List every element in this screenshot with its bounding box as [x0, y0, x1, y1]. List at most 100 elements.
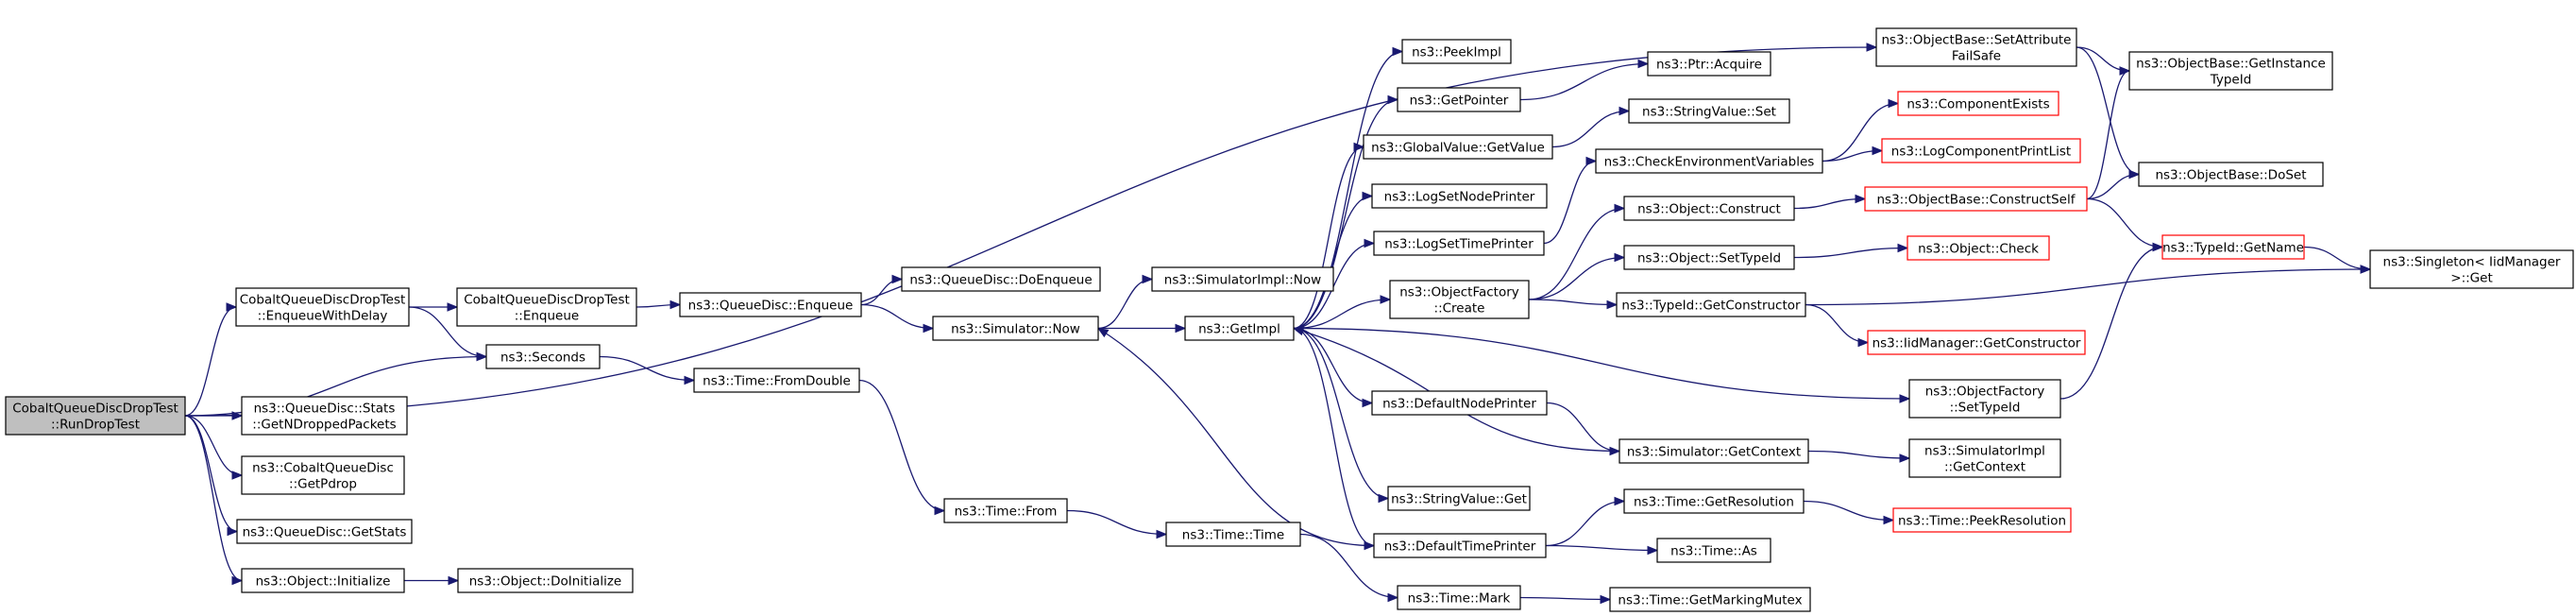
node-ns3-iidmanager-getconstructor[interactable]: ns3::IidManager::GetConstructor: [1867, 330, 2086, 355]
edge-timemark-to-timemarkmutex: [1519, 594, 1612, 605]
node-ns3-simulatorimpl-getcontext[interactable]: ns3::SimulatorImpl::GetContext: [1908, 438, 2061, 478]
node-ns3-componentexists[interactable]: ns3::ComponentExists: [1897, 91, 2059, 116]
node-box: [2161, 234, 2305, 260]
node-box: [1151, 266, 1334, 292]
edge-line: [1293, 327, 1910, 400]
edge-arrowhead: [934, 505, 946, 516]
edge-enqdelay-to-seconds: [408, 306, 488, 362]
node-ns3-time-fromdouble[interactable]: ns3::Time::FromDouble: [693, 368, 860, 393]
node-ns3-checkenvironmentvariables[interactable]: ns3::CheckEnvironmentVariables: [1595, 148, 1823, 174]
node-ns3-objectbase-constructself[interactable]: ns3::ObjectBase::ConstructSelf: [1864, 186, 2088, 212]
node-ns3-getimpl[interactable]: ns3::GetImpl: [1184, 316, 1295, 341]
node-label: ns3::SimulatorImpl::Now: [1164, 273, 1321, 288]
node-ns3-objectbase-doset[interactable]: ns3::ObjectBase::DoSet: [2138, 162, 2324, 187]
edge-arrowhead: [1855, 194, 1867, 204]
edge-arrowhead: [226, 302, 238, 312]
edge-line: [1519, 596, 1611, 601]
node-ns3-seconds[interactable]: ns3::Seconds: [485, 344, 601, 369]
node-ns3-peekimpl[interactable]: ns3::PeekImpl: [1401, 39, 1512, 64]
node-ns3-time-time[interactable]: ns3::Time::Time: [1165, 522, 1301, 547]
edge-line: [1293, 195, 1373, 330]
node-box: [1881, 138, 2081, 163]
edge-arrowhead: [1142, 274, 1154, 284]
edge-checkenv-to-logcompprint: [1822, 145, 1884, 163]
node-ns3-ptr-acquire[interactable]: ns3::Ptr::Acquire: [1647, 51, 1771, 77]
node-label: ns3::Singleton< IidManager: [2383, 255, 2561, 270]
node-ns3-logcomponentprintlist[interactable]: ns3::LogComponentPrintList: [1881, 138, 2081, 163]
node-ns3-time-peekresolution[interactable]: ns3::Time::PeekResolution: [1892, 507, 2072, 533]
node-label: ::GetNDroppedPackets: [252, 418, 396, 433]
node-ns3-objectfactory-create[interactable]: ns3::ObjectFactory::Create: [1389, 280, 1530, 319]
edge-line: [1822, 102, 1899, 163]
node-label: ns3::TypeId::GetConstructor: [1621, 299, 1801, 314]
node-ns3-cobaltqueuedisc-getpdrop[interactable]: ns3::CobaltQueueDisc::GetPdrop: [241, 455, 405, 495]
edge-line: [1793, 247, 1908, 259]
node-ns3-logsettimeprinter[interactable]: ns3::LogSetTimePrinter: [1373, 231, 1545, 256]
edge-timegetres-to-peekres: [1803, 500, 1895, 525]
node-ns3-object-check[interactable]: ns3::Object::Check: [1907, 235, 2050, 261]
node-ns3-simulatorimpl-now[interactable]: ns3::SimulatorImpl::Now: [1151, 266, 1334, 292]
node-label: ns3::QueueDisc::Stats: [254, 402, 396, 417]
node-ns3-objectfactory-settypeid[interactable]: ns3::ObjectFactory::SetTypeId: [1908, 379, 2061, 419]
node-ns3-time-getmarkingmutex[interactable]: ns3::Time::GetMarkingMutex: [1609, 587, 1811, 612]
edge-objsettypeid-to-objcheck: [1793, 243, 1909, 259]
node-ns3-getpointer[interactable]: ns3::GetPointer: [1397, 87, 1521, 112]
node-ns3-time-as[interactable]: ns3::Time::As: [1656, 538, 1771, 563]
node-box: [2369, 249, 2574, 289]
node-ns3-time-mark[interactable]: ns3::Time::Mark: [1397, 585, 1521, 610]
node-box: [1656, 538, 1771, 563]
call-nodes: CobaltQueueDiscDropTest::RunDropTest Coba…: [5, 27, 2574, 612]
node-ns3-typeid-getname[interactable]: ns3::TypeId::GetName: [2161, 234, 2305, 260]
edge-arrowhead: [1362, 398, 1374, 408]
node-ns3-singleton-iidmanager-get[interactable]: ns3::Singleton< IidManager>::Get: [2369, 249, 2574, 289]
node-ns3-queuedisc-doenqueue[interactable]: ns3::QueueDisc::DoEnqueue: [901, 266, 1101, 292]
node-ns3-queuedisc-stats-getndroppedpackets[interactable]: ns3::QueueDisc::Stats::GetNDroppedPacket…: [241, 396, 408, 436]
node-label: ns3::GetPointer: [1410, 94, 1509, 109]
node-ns3-globalvalue-getvalue[interactable]: ns3::GlobalValue::GetValue: [1363, 134, 1553, 160]
node-ns3-time-getresolution[interactable]: ns3::Time::GetResolution: [1623, 488, 1805, 514]
node-ns3-time-from[interactable]: ns3::Time::From: [943, 498, 1068, 523]
node-box: [679, 292, 862, 317]
node-ns3-object-doinitialize[interactable]: ns3::Object::DoInitialize: [457, 568, 634, 593]
node-label: FailSafe: [1952, 49, 2001, 64]
edge-arrowhead: [1872, 145, 1884, 156]
node-ns3-queuedisc-enqueue[interactable]: ns3::QueueDisc::Enqueue: [679, 292, 862, 317]
node-label: ns3::Time::GetMarkingMutex: [1618, 593, 1802, 608]
node-ns3-object-settypeid[interactable]: ns3::Object::SetTypeId: [1623, 245, 1795, 270]
node-ns3-typeid-getconstructor[interactable]: ns3::TypeId::GetConstructor: [1616, 292, 1806, 317]
edge-line: [1097, 278, 1153, 330]
node-ns3-object-construct[interactable]: ns3::Object::Construct: [1623, 196, 1795, 221]
node-ns3-simulator-getcontext[interactable]: ns3::Simulator::GetContext: [1618, 438, 1809, 464]
edge-getimpl-to-objfactsettype: [1293, 327, 1911, 403]
node-box: [241, 455, 405, 495]
node-ns3-defaulttimeprinter[interactable]: ns3::DefaultTimePrinter: [1373, 533, 1547, 558]
node-ns3-stringvalue-get[interactable]: ns3::StringValue::Get: [1387, 486, 1531, 511]
edge-line: [184, 415, 243, 582]
node-box: [456, 287, 637, 327]
edge-line: [184, 306, 237, 417]
node-ns3-stringvalue-set[interactable]: ns3::StringValue::Set: [1628, 98, 1790, 124]
edge-arrowhead: [1585, 156, 1598, 166]
edge-root-to-setattrfailsafe: [184, 43, 1878, 417]
node-box: [236, 519, 413, 544]
node-ns3-defaultnodeprinter[interactable]: ns3::DefaultNodePrinter: [1371, 390, 1548, 416]
node-cobaltqueuediscdroptest-rundroptest[interactable]: CobaltQueueDiscDropTest::RunDropTest: [5, 396, 186, 436]
node-box: [1875, 27, 2077, 67]
node-label: ns3::LogSetNodePrinter: [1384, 190, 1535, 205]
node-box: [241, 396, 408, 436]
node-ns3-logsetnodeprinter[interactable]: ns3::LogSetNodePrinter: [1371, 183, 1548, 209]
edge-line: [1097, 327, 1375, 547]
node-box: [1908, 379, 2061, 419]
node-cobaltqueuediscdroptest-enqueue[interactable]: CobaltQueueDiscDropTest::Enqueue: [456, 287, 637, 327]
edge-arrowhead: [1883, 515, 1895, 525]
edge-arrowhead: [2119, 66, 2131, 76]
node-cobaltqueuediscdroptest-enqueuewithdelay[interactable]: CobaltQueueDiscDropTest::EnqueueWithDela…: [235, 287, 410, 327]
node-ns3-queuedisc-getstats[interactable]: ns3::QueueDisc::GetStats: [236, 519, 413, 544]
edge-arrowhead: [1380, 295, 1392, 304]
node-ns3-object-initialize[interactable]: ns3::Object::Initialize: [241, 568, 405, 593]
node-box: [1387, 486, 1531, 511]
node-ns3-simulator-now[interactable]: ns3::Simulator::Now: [932, 316, 1099, 341]
node-box: [2138, 162, 2324, 187]
